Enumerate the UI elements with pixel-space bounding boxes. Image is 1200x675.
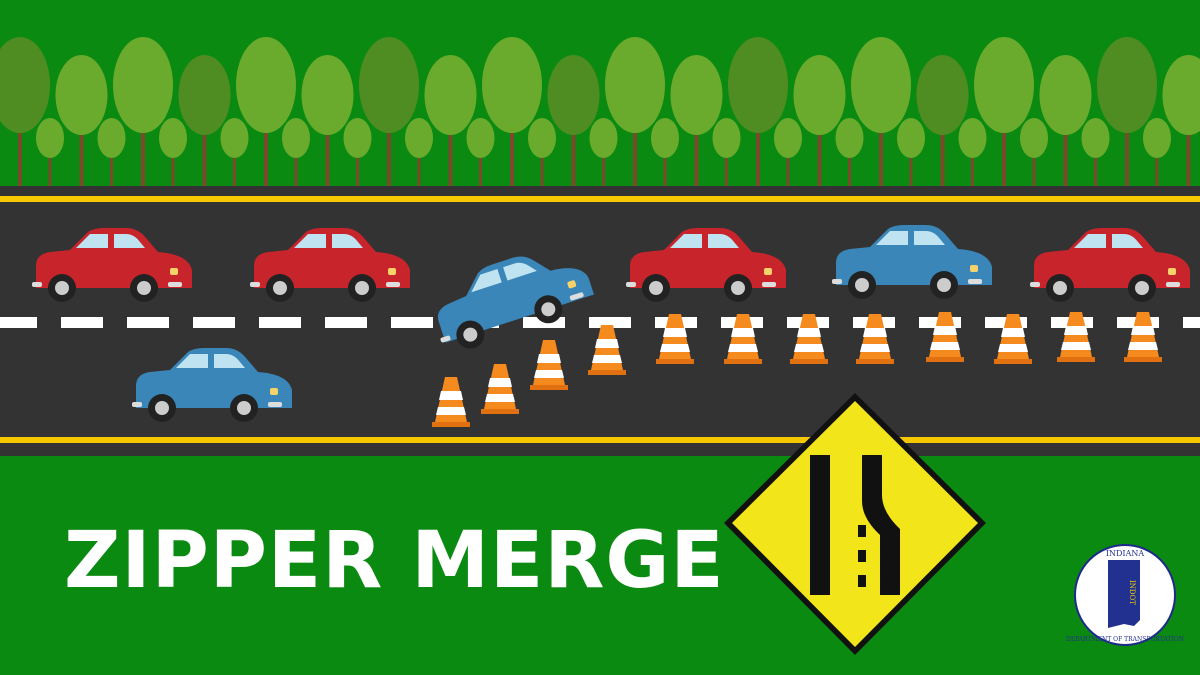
tree-row [0, 37, 1200, 186]
tree [547, 55, 618, 186]
red-car [250, 228, 410, 302]
tree [301, 55, 372, 186]
lane-dash [1183, 317, 1200, 328]
tree [728, 37, 802, 186]
lane-dash [0, 317, 37, 328]
tree [424, 55, 495, 186]
blue-car [437, 256, 594, 349]
traffic-cone [856, 314, 894, 364]
tree [1039, 55, 1110, 186]
blue-car [832, 225, 992, 299]
red-car [626, 228, 786, 302]
lane-dash [391, 317, 433, 328]
traffic-cone [724, 314, 762, 364]
tree [55, 55, 126, 186]
road-top-yellow-line [0, 196, 1200, 202]
traffic-cones [432, 312, 1162, 427]
tree [1162, 55, 1200, 186]
logo-top-text: INDIANA [1106, 549, 1145, 558]
tree [1097, 37, 1171, 186]
tree [793, 55, 864, 186]
lane-dash [589, 317, 631, 328]
traffic-cone [481, 364, 519, 414]
merge-sign [724, 393, 986, 655]
tree [605, 37, 679, 186]
indot-logo: INDIANA INDOT DEPARTMENT OF TRANSPORTATI… [1066, 544, 1184, 646]
sign-right-lane-bar [862, 455, 900, 595]
traffic-cone [1124, 312, 1162, 362]
tree [236, 37, 310, 186]
traffic-cone [926, 312, 964, 362]
cars [32, 225, 1190, 422]
tree [113, 37, 187, 186]
sign-left-lane-bar [810, 455, 830, 595]
logo-ring-text: DEPARTMENT OF TRANSPORTATION [1066, 636, 1184, 643]
tree [974, 37, 1048, 186]
traffic-cone [588, 325, 626, 375]
traffic-cone [994, 314, 1032, 364]
blue-car [132, 348, 292, 422]
traffic-cone [432, 377, 470, 427]
lane-dash [325, 317, 367, 328]
tree [670, 55, 741, 186]
traffic-cone [656, 314, 694, 364]
tree [359, 37, 433, 186]
lane-dash [259, 317, 301, 328]
headline-title: ZIPPER MERGE [64, 516, 725, 606]
tree [0, 37, 64, 186]
lane-dash [127, 317, 169, 328]
road-bottom-yellow-line [0, 437, 1200, 443]
traffic-cone [790, 314, 828, 364]
tree [851, 37, 925, 186]
lane-dash [193, 317, 235, 328]
red-car [32, 228, 192, 302]
red-car [1030, 228, 1190, 302]
logo-abbrev: INDOT [1128, 580, 1136, 605]
lane-dash [61, 317, 103, 328]
tree [178, 55, 249, 186]
traffic-cone [1057, 312, 1095, 362]
traffic-cone [530, 340, 568, 390]
tree [916, 55, 987, 186]
tree [482, 37, 556, 186]
